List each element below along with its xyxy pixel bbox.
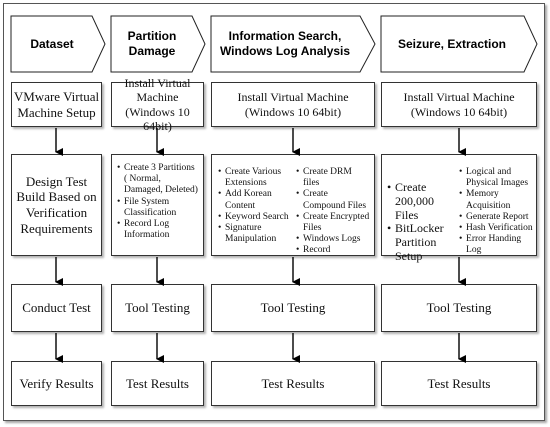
search-step: Create DRM files xyxy=(296,167,370,189)
search-step: Signature Manipulation xyxy=(218,223,294,245)
setup-box-partition: Install Virtual Machine (Windows 10 64bi… xyxy=(111,76,204,133)
setup-text-partition: Install Virtual Machine (Windows 10 64bi… xyxy=(124,75,191,133)
partition-step: Create 3 Partitions ( Normal, Damaged, D… xyxy=(117,163,200,197)
seizure-step: Logical and Physical Images xyxy=(459,167,533,189)
testing-text-seizure: Tool Testing xyxy=(426,300,492,316)
seizure-step: Memory Acquisition xyxy=(459,189,533,211)
partition-step: Record Log Information xyxy=(117,219,200,241)
design-text-dataset: Design Test Build Based on Verification … xyxy=(16,173,97,236)
setup-text-dataset: VMware Virtual Machine Setup xyxy=(13,88,100,120)
partition-step: File System Classification xyxy=(117,197,200,219)
design-box-partition: Create 3 Partitions ( Normal, Damaged, D… xyxy=(111,154,204,256)
seizure-steps-right: Logical and Physical Images Memory Acqui… xyxy=(459,167,533,257)
testing-text-partition: Tool Testing xyxy=(125,300,190,316)
seizure-step: Hash Verification xyxy=(459,223,533,234)
header-information-search: Information Search, Windows Log Analysis xyxy=(210,15,376,73)
search-step: Keyword Search xyxy=(218,212,294,223)
testing-box-search: Tool Testing xyxy=(211,284,375,332)
seizure-steps-left: Create 200,000 Files BitLocker Partition… xyxy=(387,180,459,264)
header-dataset-label: Dataset xyxy=(30,36,74,51)
header-information-search-label: Information Search, Windows Log Analysis xyxy=(219,29,351,58)
results-box-dataset: Verify Results xyxy=(11,361,102,406)
search-steps-right: Create DRM files Create Compound Files C… xyxy=(296,167,370,257)
results-box-seizure: Test Results xyxy=(381,361,537,406)
testing-box-seizure: Tool Testing xyxy=(381,284,537,332)
results-text-partition: Test Results xyxy=(125,375,189,391)
design-box-dataset: Design Test Build Based on Verification … xyxy=(11,154,102,256)
header-seizure-extraction: Seizure, Extraction xyxy=(380,15,538,73)
setup-box-seizure: Install Virtual Machine (Windows 10 64bi… xyxy=(381,82,537,127)
header-dataset: Dataset xyxy=(10,15,106,73)
testing-box-partition: Tool Testing xyxy=(111,284,204,332)
results-text-search: Test Results xyxy=(261,375,325,391)
seizure-step: BitLocker Partition Setup xyxy=(387,221,459,263)
diagram-frame xyxy=(3,3,545,421)
setup-text-search: Install Virtual Machine (Windows 10 64bi… xyxy=(237,90,349,119)
seizure-step: Generate Report xyxy=(459,212,533,223)
testing-text-search: Tool Testing xyxy=(260,300,326,316)
seizure-step: Error Handing Log xyxy=(459,234,533,256)
results-text-seizure: Test Results xyxy=(427,375,491,391)
testing-box-dataset: Conduct Test xyxy=(11,284,102,332)
setup-text-seizure: Install Virtual Machine (Windows 10 64bi… xyxy=(403,90,515,119)
testing-text-dataset: Conduct Test xyxy=(22,300,91,316)
design-box-search: Create Various Extensions Add Korean Con… xyxy=(211,154,375,257)
search-step: Windows Logs xyxy=(296,234,370,245)
results-box-partition: Test Results xyxy=(111,361,204,406)
setup-box-search: Install Virtual Machine (Windows 10 64bi… xyxy=(211,82,375,127)
setup-box-dataset: VMware Virtual Machine Setup xyxy=(11,82,102,127)
header-partition-damage: Partition Damage xyxy=(110,15,206,73)
search-step: Create Encrypted Files xyxy=(296,212,370,234)
search-step: Create Compound Files xyxy=(296,189,370,211)
design-box-seizure: Create 200,000 Files BitLocker Partition… xyxy=(381,154,537,263)
search-steps-left: Create Various Extensions Add Korean Con… xyxy=(218,167,294,245)
header-partition-damage-label: Partition Damage xyxy=(127,29,177,58)
seizure-step: Create 200,000 Files xyxy=(387,180,459,222)
search-step: Add Korean Content xyxy=(218,189,294,211)
partition-steps-list: Create 3 Partitions ( Normal, Damaged, D… xyxy=(117,163,200,241)
search-step: Create Various Extensions xyxy=(218,167,294,189)
results-box-search: Test Results xyxy=(211,361,375,406)
header-seizure-extraction-label: Seizure, Extraction xyxy=(397,36,507,51)
search-step: Record xyxy=(296,245,370,256)
results-text-dataset: Verify Results xyxy=(19,375,94,391)
